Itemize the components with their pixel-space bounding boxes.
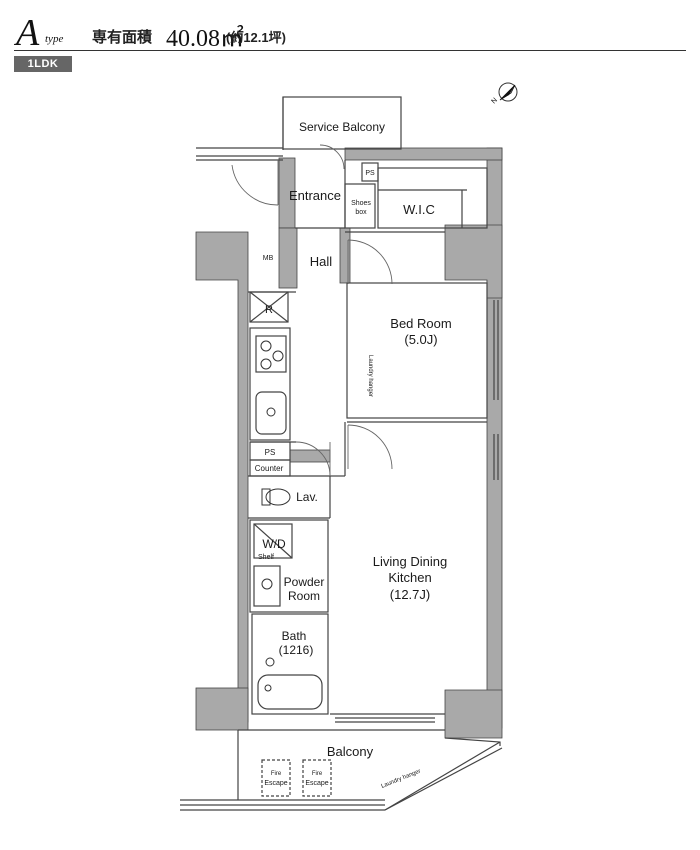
shower-icon [265,657,275,667]
label-entrance: Entrance [289,188,341,203]
label-bath: Bath [282,629,307,643]
door-swings [231,144,393,477]
wall-left-outer [195,231,249,723]
label-ps-mid: PS [265,448,276,457]
room-labels: Service Balcony Entrance PS Shoes box W.… [255,97,499,790]
label-shoes-box-2: box [355,209,367,216]
label-bath-size: (1216) [279,643,314,657]
fire-escape-1-outline [261,759,291,797]
label-shelf: Shelf [258,554,274,561]
toilet-icon [265,488,291,506]
stove-outline [255,335,287,373]
burner-icon-3 [260,358,272,370]
label-wd: W/D [262,537,286,551]
washer-outline [253,523,293,559]
label-refrigerator: R [265,304,273,316]
door-swing-ldk [347,424,393,470]
label-bed-room-size: (5.0J) [404,332,437,347]
structural-walls [195,147,503,739]
door-swing-entrance [231,164,279,206]
type-letter: A [16,12,40,54]
floor-plan: Service Balcony Entrance PS Shoes box W.… [180,82,518,811]
plan-header: A type 1LDK 専有面積 40.08㎡ (約12.1坪) [0,0,700,80]
door-swing-lav [295,441,331,477]
vanity-outline [253,565,281,607]
bathtub-outline [257,674,323,710]
plan-type-badge: 1LDK [14,56,72,72]
label-laundry-hanger-bed: Laundry hanger [367,355,373,397]
wic-outline [377,167,488,229]
burner-icon-2 [272,350,284,362]
label-balcony: Balcony [327,744,374,759]
label-ps-top: PS [365,170,375,177]
bath-outline [251,613,329,715]
label-ldk-size: (12.7J) [390,587,430,602]
label-powder-room-1: Powder [284,575,325,589]
wall-top [344,147,503,161]
label-powder-room-2: Room [288,589,320,603]
label-counter: Counter [255,464,284,473]
partitions [180,96,503,811]
column-wic [444,224,503,299]
label-service-balcony: Service Balcony [299,120,385,134]
label-mb: MB [263,255,274,262]
burner-icon-1 [260,340,272,352]
area-label: 専有面積 [92,29,153,46]
fixtures [260,340,291,692]
label-shoes-box-1: Shoes [351,200,371,207]
door-swing-bedroom [347,239,393,285]
label-ldk-2: Kitchen [388,570,431,585]
tub-faucet-icon [264,684,272,692]
vanity-sink-icon [261,578,273,590]
refrigerator-box [249,291,289,323]
shoes-box-outline [344,183,376,229]
toilet-tank [261,488,271,506]
sink-outline [255,391,287,435]
label-wic: W.I.C [403,202,435,217]
kitchen-counter-outline [249,327,291,441]
faucet-icon [266,407,276,417]
north-compass-icon [498,82,518,102]
label-north: N [490,97,499,106]
label-laundry-hanger-balcony: Laundry hanger [381,769,422,790]
label-lav: Lav. [296,490,318,504]
label-bed-room: Bed Room [390,316,451,331]
label-fire-escape-1a: Fire [271,771,282,777]
door-swing-service [319,144,345,170]
label-fire-escape-2a: Fire [312,771,323,777]
wall-hall-bed [339,227,351,284]
fire-escape-2-outline [302,759,332,797]
area-tsubo: (約12.1坪) [226,30,286,45]
bedroom-outline [346,282,488,419]
powder-room-outline [249,519,329,613]
label-ldk-1: Living Dining [373,554,447,569]
column-bottom-right [444,689,503,739]
label-hall: Hall [310,254,333,269]
type-suffix: type [45,33,64,45]
label-fire-escape-2b: Escape [305,780,328,787]
wall-mb-right [278,227,298,289]
label-fire-escape-1b: Escape [264,780,287,787]
area-value: 40.08㎡ [166,26,244,52]
header-rule [14,50,686,51]
column-bottom-left [195,687,249,731]
